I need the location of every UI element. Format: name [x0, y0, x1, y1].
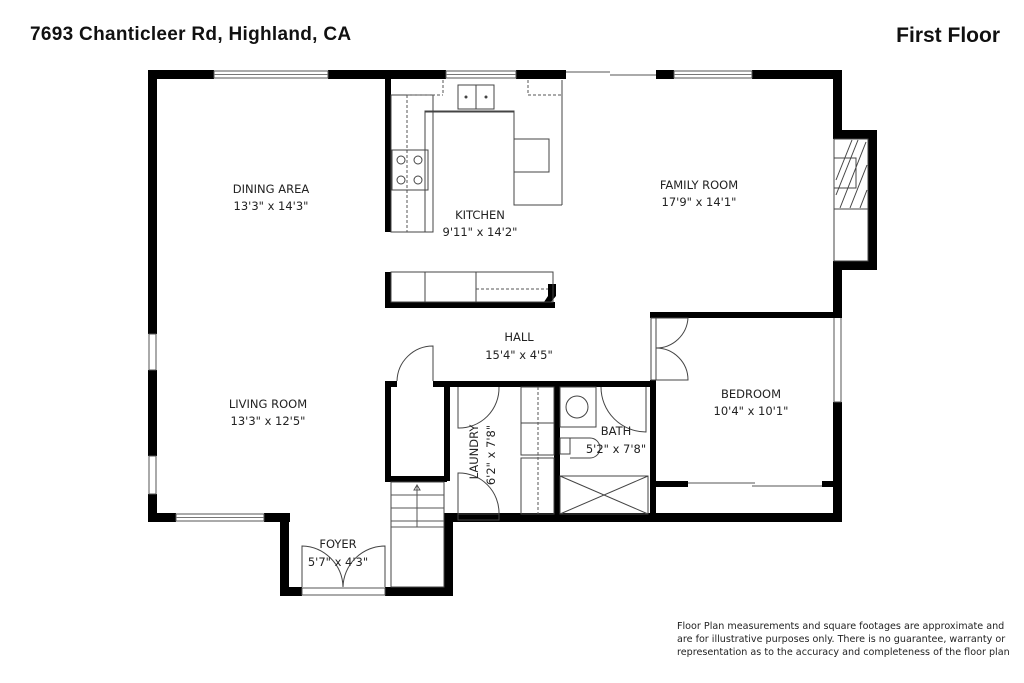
windows [148, 70, 842, 596]
svg-text:BEDROOM: BEDROOM [721, 387, 781, 401]
room-label-kitchen: KITCHEN 9'11" x 14'2" [443, 208, 518, 239]
svg-text:10'4" x 10'1": 10'4" x 10'1" [714, 404, 789, 418]
svg-text:5'7" x 4'3": 5'7" x 4'3" [308, 555, 368, 569]
room-label-dining: DINING AREA 13'3" x 14'3" [233, 182, 310, 213]
kitchen-fixtures [390, 80, 563, 303]
svg-text:DINING AREA: DINING AREA [233, 182, 310, 196]
room-label-hall: HALL 15'4" x 4'5" [485, 330, 553, 362]
property-address: 7693 Chanticleer Rd, Highland, CA [30, 24, 352, 45]
svg-text:HALL: HALL [504, 330, 534, 344]
svg-text:FAMILY ROOM: FAMILY ROOM [660, 178, 738, 192]
room-label-living: LIVING ROOM 13'3" x 12'5" [229, 397, 307, 428]
stairs [390, 481, 445, 588]
fireplace [833, 138, 869, 262]
svg-text:13'3" x 12'5": 13'3" x 12'5" [231, 414, 306, 428]
svg-text:5'2" x 7'8": 5'2" x 7'8" [586, 442, 646, 456]
room-label-bath: BATH 5'2" x 7'8" [586, 424, 646, 456]
laundry-bath-fixtures [520, 386, 649, 515]
interior-walls [385, 70, 842, 522]
svg-text:LAUNDRY: LAUNDRY [467, 424, 481, 480]
svg-text:LIVING ROOM: LIVING ROOM [229, 397, 307, 411]
svg-text:15'4" x 4'5": 15'4" x 4'5" [485, 348, 553, 362]
room-label-foyer: FOYER 5'7" x 4'3" [308, 537, 368, 569]
svg-text:FOYER: FOYER [319, 537, 356, 551]
svg-text:13'3" x 14'3": 13'3" x 14'3" [234, 199, 309, 213]
svg-text:17'9" x 14'1": 17'9" x 14'1" [662, 195, 737, 209]
svg-text:BATH: BATH [601, 424, 632, 438]
room-label-laundry: LAUNDRY 6'2" x 7'8" [467, 424, 498, 485]
svg-text:6'2" x 7'8": 6'2" x 7'8" [484, 425, 498, 485]
svg-text:KITCHEN: KITCHEN [455, 208, 505, 222]
svg-text:9'11" x 14'2": 9'11" x 14'2" [443, 225, 518, 239]
floor-title: First Floor [896, 24, 1000, 47]
disclaimer-text: Floor Plan measurements and square foota… [677, 621, 1010, 658]
room-label-bedroom: BEDROOM 10'4" x 10'1" [714, 387, 789, 418]
doors [301, 317, 822, 588]
room-label-family: FAMILY ROOM 17'9" x 14'1" [660, 178, 738, 209]
